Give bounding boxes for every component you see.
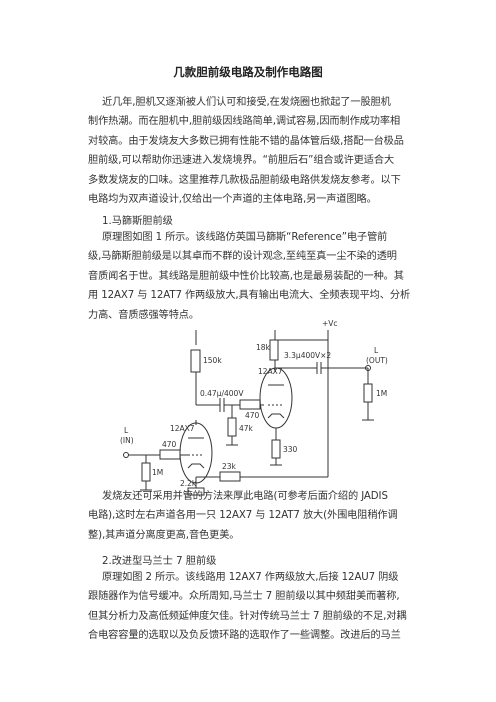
section2-line: 跟随器作为信号缓冲。众所周知,马兰士 7 胆前级以其中频甜美而著称,: [88, 591, 400, 603]
tube2-cathode: [267, 413, 285, 419]
section1-heading: 1.马篩斯胆前级: [102, 216, 173, 227]
resistor-1m-in: [141, 462, 151, 482]
section2-line: 但其分析力及高低频延伸度欠佳。针对传统马兰士 7 胆前级的不足,对耦: [88, 610, 407, 622]
intro-line: 多数发烧友的口味。这里推荐几款极品胆前级电路供发烧友参考。以下: [88, 174, 401, 186]
resistor-330: [271, 439, 281, 459]
document-title: 几款胆前级电路及制作电路图: [173, 65, 323, 79]
section1-line: 级,马篩斯胆前级是以其卓而不群的设计观念,至纯至真一尘不染的透明: [88, 251, 397, 263]
label-in: (IN): [120, 436, 134, 445]
out-terminal: [365, 365, 371, 371]
after-line: 发烧友还可采用并管的方法来厚此电路(可参考后面介绍的 JADIS: [102, 491, 388, 502]
label-1m-out: 1M: [376, 389, 387, 398]
intro-line: 近几年,胆机又逐渐被人们认可和接受,在发烧圈也掀起了一股胆机: [102, 97, 391, 108]
label-l-in: L: [124, 426, 129, 435]
section1-paragraph: 原理图如图 1 所示。该线路仿英国马篩斯“Reference”电子管前 级,马篩…: [88, 228, 410, 325]
label-470b: 470: [245, 411, 260, 420]
section1-line: 原理图如图 1 所示。该线路仿英国马篩斯“Reference”电子管前: [102, 232, 388, 243]
section1-line: 音质闻名于世。其线路是胆前级中性价比较高,也是最易装配的一种。其: [88, 270, 404, 282]
label-tube1: 12AX7: [170, 424, 195, 433]
resistor-47k: [227, 417, 237, 437]
resistor-22k: [187, 487, 205, 496]
label-tube2: 12AX7: [258, 367, 283, 376]
label-cout: 3.3μ400V×2: [284, 351, 331, 360]
label-vc: +Vc: [322, 319, 338, 328]
after-line: 整),其声道分离度更高,音色更美。: [88, 529, 240, 541]
label-23k: 23k: [222, 462, 237, 471]
label-047: 0.47μ/400V: [200, 389, 244, 398]
after-figure-paragraph: 发烧友还可采用并管的方法来厚此电路(可参考后面介绍的 JADIS 电路),这时左…: [88, 487, 410, 545]
label-l-out: L: [374, 346, 379, 355]
resistor-470-b: [239, 399, 261, 410]
resistor-18k: [269, 339, 279, 361]
resistor-23k: [219, 471, 241, 482]
section2-line: 原理如图 2 所示。该线路用 12AX7 作两级放大,后接 12AU7 阴级: [102, 572, 399, 583]
label-150k: 150k: [203, 356, 222, 365]
section1-line: 用 12AX7 与 12AT7 作两级放大,具有输出电流大、全频表现平均、分析: [88, 290, 410, 302]
intro-line: 电路均为双声道设计,仅给出一个声道的主体电路,另一声道图略。: [88, 194, 377, 206]
label-47k: 47k: [239, 424, 254, 433]
intro-paragraph: 近几年,胆机又逐渐被人们认可和接受,在发烧圈也掀起了一股胆机 制作热潮。而在胆机…: [88, 93, 410, 209]
resistor-150k: [190, 349, 201, 373]
section2-paragraph: 原理如图 2 所示。该线路用 12AX7 作两级放大,后接 12AU7 阴级 跟…: [88, 568, 410, 646]
after-line: 电路),这时左右声道各用一只 12AX7 与 12AT7 放大(外围电阻稍作调: [88, 510, 398, 522]
section2-line: 合电容容量的选取以及负反馈环路的选取作了一些调整。改进后的马兰: [88, 630, 401, 642]
resistor-1m-out: [363, 383, 373, 403]
label-22k: 2.2k: [180, 479, 197, 488]
label-1m-in: 1M: [152, 468, 163, 477]
section1-line: 力高、音质感强等特点。: [88, 309, 199, 321]
tube1-cathode: [187, 463, 205, 469]
resistor-470-a: [159, 449, 181, 460]
intro-line: 对较高。由于发烧友大多数已拥有性能不错的晶体管后级,搭配一台极品: [88, 135, 404, 147]
section2-heading: 2.改进型马兰士 7 胆前级: [102, 556, 217, 567]
tube2-envelope: [259, 367, 293, 429]
label-18k: 18k: [256, 343, 271, 352]
in-terminal: [123, 452, 129, 458]
intro-line: 胆前级,可以帮助你迅速进入发烧境界。“前胆后石”组合或许更适合大: [88, 155, 395, 167]
label-470a: 470: [162, 440, 177, 449]
intro-line: 制作热潮。而在胆机中,胆前级因线路简单,调试容易,因而制作成功率相: [88, 116, 401, 128]
label-330: 330: [283, 445, 298, 454]
label-out: (OUT): [366, 356, 388, 365]
